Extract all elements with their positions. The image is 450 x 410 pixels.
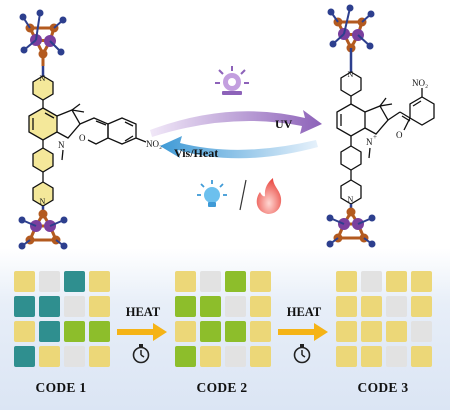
code-cell xyxy=(175,346,196,367)
right-bottom-pyridine-n: N xyxy=(348,195,354,204)
code-cell xyxy=(225,296,246,317)
code-cell xyxy=(39,271,60,292)
code-cell xyxy=(336,296,357,317)
code-cell xyxy=(89,296,110,317)
code-cell xyxy=(411,346,432,367)
code-cell xyxy=(14,296,35,317)
code-cell xyxy=(64,321,85,342)
code-cell xyxy=(361,346,382,367)
code-cell xyxy=(89,321,110,342)
code-cell xyxy=(14,271,35,292)
left-bottom-pyridine-n: N xyxy=(40,197,46,206)
heat-step-1-label: HEAT xyxy=(125,305,161,319)
left-top-pyridine-n: N xyxy=(40,74,46,83)
heat-arrow-1 xyxy=(117,323,167,341)
code-cell xyxy=(361,296,382,317)
code-cell xyxy=(361,271,382,292)
code-2-grid xyxy=(175,271,271,367)
code-cell xyxy=(386,271,407,292)
code-cell xyxy=(336,346,357,367)
code-cell xyxy=(200,321,221,342)
left-ring-n: N xyxy=(58,140,65,150)
stopwatch-icon xyxy=(293,344,311,364)
code-cell xyxy=(250,321,271,342)
code-cell xyxy=(386,296,407,317)
code-cell xyxy=(250,296,271,317)
code-cell xyxy=(200,296,221,317)
code-cell xyxy=(225,321,246,342)
code-cell xyxy=(200,346,221,367)
left-nitro-label: NO₂ xyxy=(146,139,162,149)
code-cell xyxy=(200,271,221,292)
right-nitro-label: NO₂ xyxy=(412,78,428,88)
left-top-cage xyxy=(19,9,67,76)
slash-divider xyxy=(239,179,247,211)
code-3-label: CODE 3 xyxy=(357,380,409,395)
vis-heat-arrow xyxy=(160,136,318,159)
code-cell xyxy=(336,271,357,292)
code-cell xyxy=(175,271,196,292)
code-1-grid xyxy=(14,271,110,367)
heat-arrow-2 xyxy=(278,323,328,341)
code-cell xyxy=(64,296,85,317)
code-cell xyxy=(250,271,271,292)
code-cell xyxy=(411,271,432,292)
code-cell xyxy=(64,346,85,367)
code-cell xyxy=(89,346,110,367)
code-cell xyxy=(175,321,196,342)
vis-heat-label: Vis/Heat xyxy=(174,146,218,160)
stopwatch-icon xyxy=(132,344,150,364)
code-cell xyxy=(336,321,357,342)
light-bulb-icon xyxy=(197,180,227,207)
code-cell xyxy=(14,321,35,342)
code-cell xyxy=(175,296,196,317)
code-3-grid xyxy=(336,271,432,367)
left-bottom-cage xyxy=(18,209,68,250)
code-cell xyxy=(411,296,432,317)
code-cell xyxy=(14,346,35,367)
code-1-label: CODE 1 xyxy=(35,380,87,395)
code-cell xyxy=(89,271,110,292)
right-phenolate-o: O xyxy=(396,130,403,140)
code-cell xyxy=(225,346,246,367)
uv-lamp-icon xyxy=(215,66,249,95)
code-cell xyxy=(361,321,382,342)
right-ring-n: N xyxy=(366,137,373,147)
code-cell xyxy=(411,321,432,342)
right-top-cage xyxy=(327,4,375,72)
heat-step-2-label: HEAT xyxy=(286,305,322,319)
code-cell xyxy=(225,271,246,292)
right-charge: + xyxy=(373,133,377,141)
right-bottom-cage xyxy=(326,207,376,248)
right-top-pyridine-n: N xyxy=(348,70,354,79)
code-cell xyxy=(39,321,60,342)
code-cell xyxy=(39,296,60,317)
uv-arrow xyxy=(150,110,322,137)
uv-label: UV xyxy=(275,117,293,131)
left-molecule: N N O NO₂ N xyxy=(18,9,162,250)
code-cell xyxy=(39,346,60,367)
flame-icon xyxy=(256,178,282,214)
right-molecule: N N + NO₂ O N xyxy=(326,4,435,248)
code-cell xyxy=(386,321,407,342)
code-cell xyxy=(64,271,85,292)
code-cell xyxy=(250,346,271,367)
left-ring-o: O xyxy=(79,133,86,143)
reaction-scheme: N N O NO₂ N xyxy=(18,4,435,250)
code-cell xyxy=(386,346,407,367)
code-2-label: CODE 2 xyxy=(196,380,248,395)
